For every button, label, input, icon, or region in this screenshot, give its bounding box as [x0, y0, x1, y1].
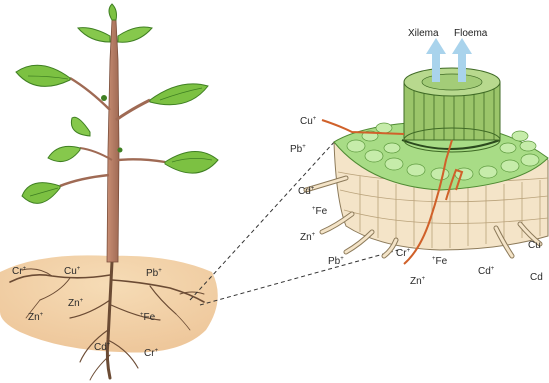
leaf-icon [71, 117, 90, 136]
plant-stem [107, 20, 119, 262]
plant-branch [118, 159, 165, 162]
leaf-icon [118, 27, 152, 42]
root-ion-cu: Cu+ [300, 116, 317, 127]
plant-branch [116, 100, 150, 120]
root-ion-cd: Cd+ [298, 186, 315, 197]
xylem-label: Xilema [408, 28, 439, 39]
root-ion-cd: Cd+ [478, 266, 495, 277]
leaf-icon [165, 151, 218, 173]
leaf-icon [16, 65, 70, 86]
root-ion-pb: Pb+ [290, 144, 306, 155]
root-ion-cd: Cd [530, 272, 543, 283]
bud-icon [101, 95, 107, 101]
plant-branch [60, 175, 109, 186]
root-ion-cu: Cu [528, 240, 541, 251]
phloem-label: Floema [454, 28, 488, 39]
root-ion-fe: +Fe [432, 256, 448, 267]
root-ion-zn: Zn+ [300, 232, 316, 243]
leaf-icon [78, 28, 110, 42]
leaf-icon [48, 146, 80, 161]
root-ion-zn: Zn+ [410, 276, 426, 287]
plant-branch [80, 148, 112, 160]
root-cross-section [306, 38, 548, 264]
bud-icon [118, 148, 123, 153]
leaf-icon [109, 4, 117, 20]
root-ion-cr: Cr+ [396, 248, 411, 259]
leaf-icon [150, 84, 208, 105]
soil-ion-cr: Cr+ [144, 348, 159, 359]
plant-branch [70, 78, 110, 110]
root-ion-fe: +Fe [312, 206, 328, 217]
